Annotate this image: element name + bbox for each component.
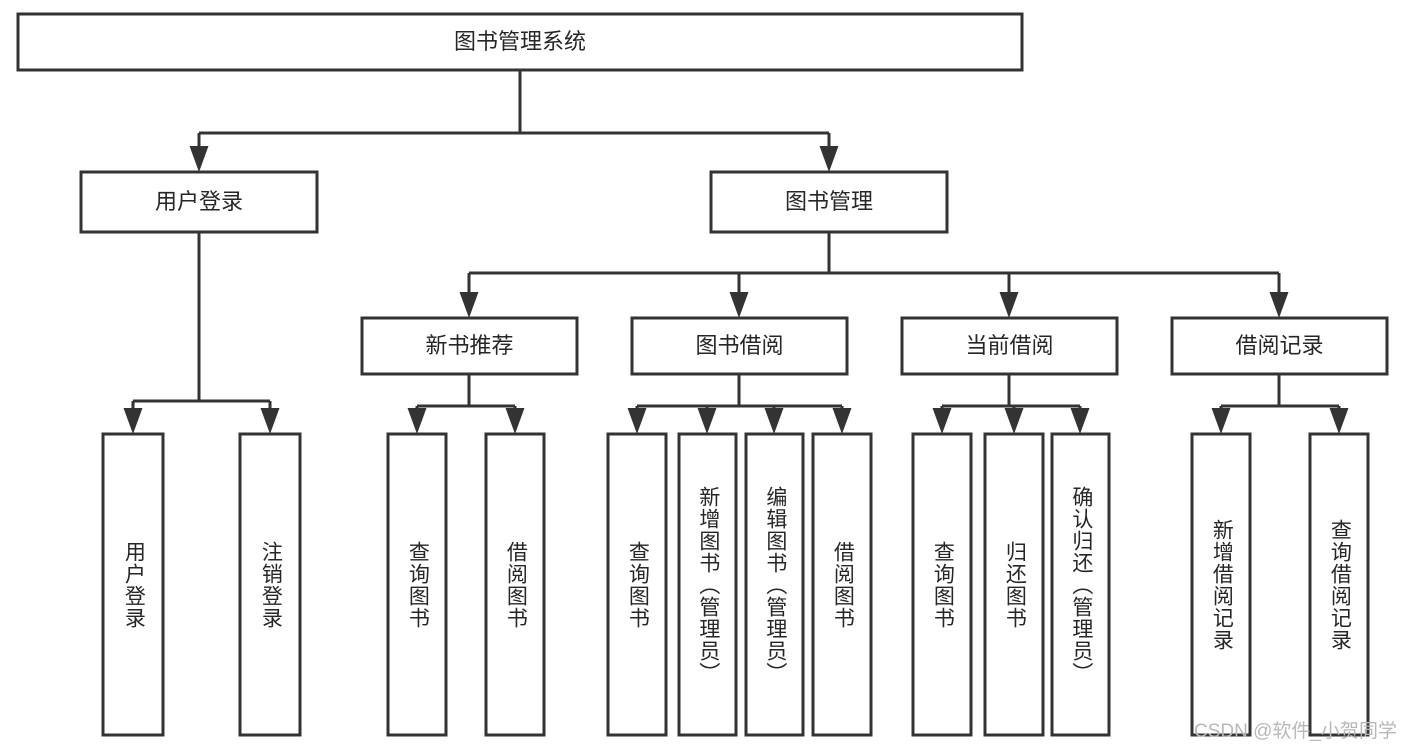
node-box-leaf-borrow-book-2[interactable] [811, 432, 873, 737]
node-label-book-manage: 图书管理 [785, 189, 873, 214]
node-box-leaf-borrow-book-1[interactable] [484, 432, 546, 737]
node-box-leaf-logout[interactable] [238, 432, 302, 737]
node-label-book-borrow: 图书借阅 [695, 333, 783, 358]
node-box-leaf-edit-book-admin[interactable] [744, 432, 805, 737]
arrow-head-icon [407, 408, 427, 434]
arrow-head-icon [764, 408, 784, 434]
node-box-leaf-query-borrow-record[interactable] [1308, 432, 1370, 737]
node-box-current-borrow[interactable] [900, 316, 1119, 376]
node-label-new-book-recommend: 新书推荐 [425, 333, 513, 358]
connector-group-userlogin-to-leaves [123, 232, 280, 434]
node-box-leaf-query-book-1[interactable] [386, 432, 448, 737]
arrow-head-icon [189, 146, 209, 172]
connector-layer [123, 70, 1349, 434]
node-box-leaf-confirm-return-admin[interactable] [1050, 432, 1111, 737]
node-box-borrow-record[interactable] [1170, 316, 1389, 376]
node-box-leaf-return-book[interactable] [983, 432, 1045, 737]
connector-group-newbook-to-leaves [407, 374, 525, 434]
arrow-head-icon [505, 408, 525, 434]
arrow-head-icon [1329, 408, 1349, 434]
node-box-user-login[interactable] [79, 170, 319, 234]
node-label-root: 图书管理系统 [454, 29, 586, 54]
arrow-head-icon [1070, 408, 1090, 434]
node-box-layer [16, 12, 1389, 737]
connector-group-currentborrow-to-leaves [932, 374, 1090, 434]
node-label-borrow-record: 借阅记录 [1235, 333, 1323, 358]
node-box-leaf-add-book-admin[interactable] [677, 432, 738, 737]
arrow-head-icon [1004, 408, 1024, 434]
arrow-head-icon [729, 292, 749, 318]
connector-group-bookborrow-to-leaves [627, 374, 852, 434]
connector-group-borrowrecord-to-leaves [1211, 374, 1349, 434]
node-box-leaf-query-book-3[interactable] [911, 432, 973, 737]
connector-group-root-to-level2 [189, 70, 839, 172]
arrow-head-icon [832, 408, 852, 434]
arrow-head-icon [999, 292, 1019, 318]
arrow-head-icon [1211, 408, 1231, 434]
arrow-head-icon [1269, 292, 1289, 318]
arrow-head-icon [627, 408, 647, 434]
node-box-book-manage[interactable] [709, 170, 949, 234]
arrow-head-icon [123, 408, 143, 434]
node-label-current-borrow: 当前借阅 [965, 333, 1053, 358]
node-box-new-book-recommend[interactable] [360, 316, 579, 376]
node-box-book-borrow[interactable] [630, 316, 849, 376]
node-box-leaf-query-book-2[interactable] [606, 432, 668, 737]
node-box-leaf-add-borrow-record[interactable] [1190, 432, 1252, 737]
arrow-head-icon [459, 292, 479, 318]
node-box-root[interactable] [16, 12, 1024, 72]
arrow-head-icon [932, 408, 952, 434]
node-box-leaf-user-login[interactable] [101, 432, 165, 737]
node-label-user-login: 用户登录 [155, 189, 243, 214]
watermark-text: CSDN @软件_小贺同学 [1194, 721, 1397, 742]
arrow-head-icon [260, 408, 280, 434]
arrow-head-icon [697, 408, 717, 434]
connector-group-bookmanage-to-level3 [459, 232, 1289, 318]
arrow-head-icon [819, 146, 839, 172]
